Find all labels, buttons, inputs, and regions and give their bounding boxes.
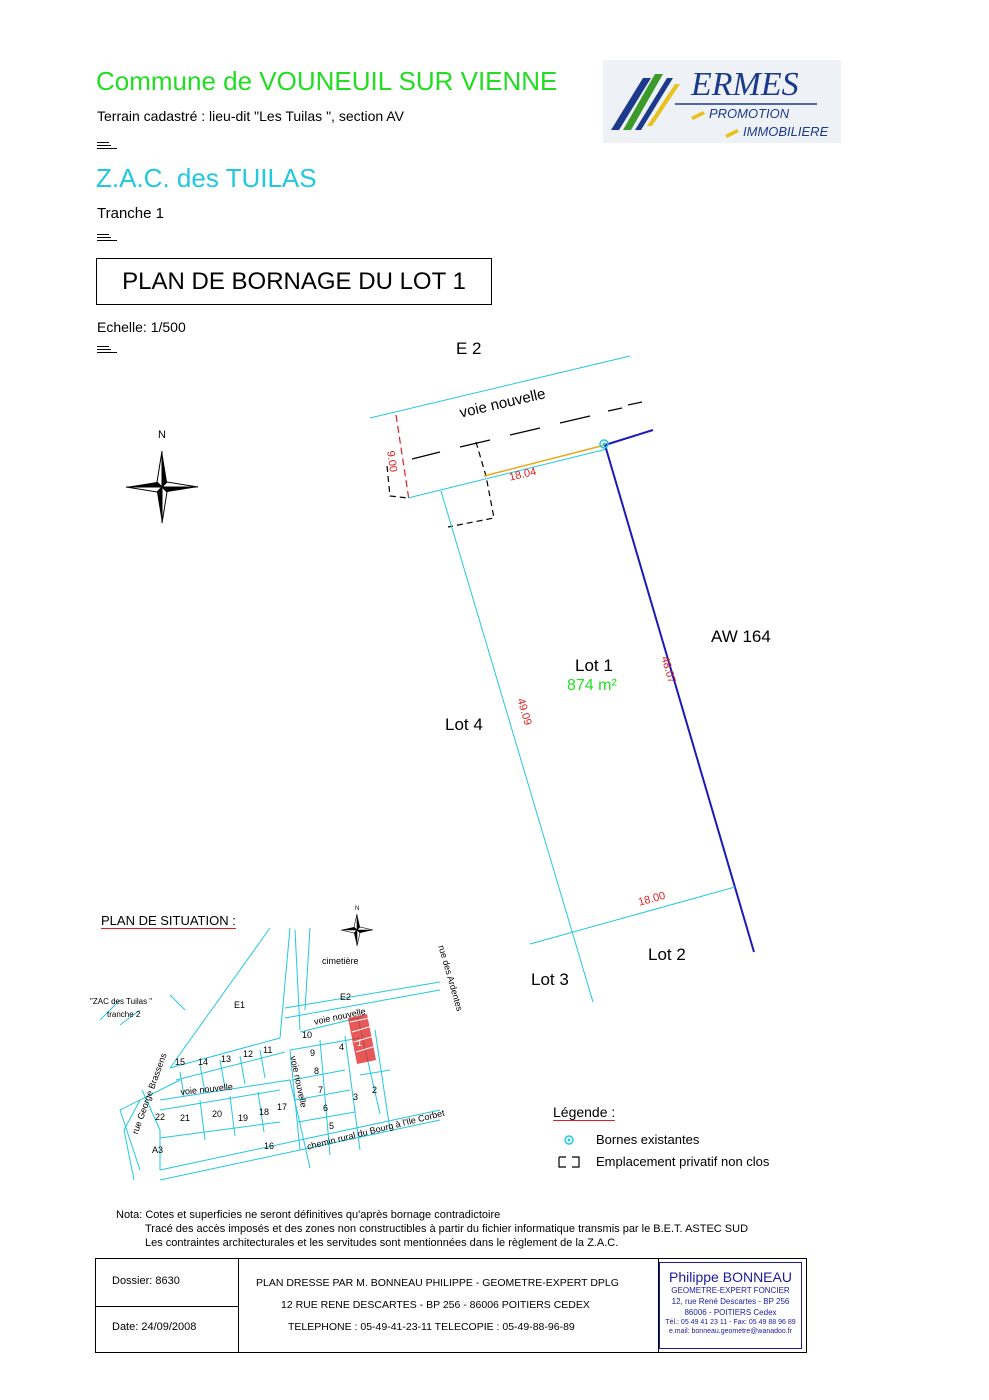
plan-dresse-line: PLAN DRESSE PAR M. BONNEAU PHILIPPE - GE… (256, 1277, 619, 1289)
date-label: Date: 24/09/2008 (112, 1321, 197, 1333)
lot2-label: Lot 2 (648, 945, 686, 964)
situation-lot-2: 2 (372, 1085, 378, 1095)
zac-title: Z.A.C. des TUILAS (96, 163, 317, 193)
stamp-title: GEOMETRE-EXPERT FONCIER (671, 1286, 790, 1295)
logo-line2: IMMOBILIERE (743, 124, 829, 139)
telephone-line: TELEPHONE : 05-49-41-23-11 TELECOPIE : 0… (288, 1321, 575, 1333)
situation-lot-9: 9 (310, 1048, 316, 1058)
nota-line-2: Tracé des accès imposés et des zones non… (145, 1223, 749, 1235)
plan-title-box: PLAN DE BORNAGE DU LOT 1 (96, 258, 492, 305)
e2-label: E 2 (456, 339, 482, 358)
situation-north-label: N (355, 906, 360, 912)
aw164-label: AW 164 (711, 627, 771, 646)
situation-lot-15: 15 (175, 1057, 186, 1067)
lot3-label: Lot 3 (531, 970, 569, 989)
situation-title: PLAN DE SITUATION : (101, 913, 236, 929)
stamp-address-1: 12, rue René Descartes - BP 256 (671, 1297, 790, 1306)
commune-title: Commune de VOUNEUIL SUR VIENNE (96, 66, 558, 96)
scale-label: Echelle: 1/500 (97, 319, 186, 335)
situation-lot-17: 17 (277, 1102, 288, 1112)
situation-lot-11: 11 (263, 1045, 273, 1055)
nota-line-3: Les contraintes architecturales et les s… (145, 1237, 619, 1249)
section-marker-icon (97, 142, 117, 150)
situation-lot-5: 5 (329, 1121, 335, 1131)
legend-title: Légende : (553, 1104, 616, 1121)
nota-line-1: Nota: Cotes et superficies ne seront déf… (116, 1209, 501, 1221)
nota-block: Nota: Cotes et superficies ne seront déf… (116, 1208, 748, 1250)
borne-legend-icon (564, 1135, 574, 1145)
zac-tranche2-label-a: "ZAC des Tuilas " (90, 997, 153, 1006)
situation-lot-6: 6 (323, 1103, 329, 1113)
situation-lot-20: 20 (212, 1109, 223, 1119)
zac-tranche2-label-b: tranche 2 (107, 1010, 141, 1019)
terrain-subtitle: Terrain cadastré : lieu-dit "Les Tuilas … (97, 108, 404, 124)
stamp-telephone: Tél.: 05 49 41 23 11 - Fax: 05 49 88 96 … (665, 1319, 796, 1326)
section-marker-icon (97, 234, 117, 242)
emplacement-legend-icon (558, 1156, 580, 1168)
stamp-name: Philippe BONNEAU (669, 1269, 792, 1285)
logo-stripes-icon (611, 74, 817, 138)
tranche-label: Tranche 1 (97, 205, 164, 222)
address-line: 12 RUE RENE DESCARTES - BP 256 - 86006 P… (281, 1299, 590, 1311)
situation-lot-3: 3 (353, 1092, 359, 1102)
situation-lot-8: 8 (314, 1066, 320, 1076)
stamp-address-2: 86006 - POITIERS Cedex (684, 1308, 777, 1317)
situation-lot-22: 22 (155, 1112, 166, 1122)
legend-item-emplacement: Emplacement privatif non clos (596, 1154, 770, 1169)
bornage-plan: N (125, 355, 755, 1003)
logo-line1: PROMOTION (709, 106, 790, 121)
situation-map (99, 913, 441, 1181)
situation-lot-10: 10 (302, 1030, 313, 1040)
situation-lot-13: 13 (221, 1054, 232, 1064)
situation-compass-icon (340, 913, 374, 947)
situation-lot-18: 18 (259, 1107, 270, 1117)
situation-e1-label: E1 (234, 1000, 246, 1010)
situation-lot-16: 16 (264, 1141, 275, 1151)
situation-lot-21: 21 (180, 1113, 191, 1123)
situation-lot-19: 19 (238, 1113, 249, 1123)
a3-label: A3 (152, 1145, 164, 1155)
north-label: N (158, 429, 166, 441)
lot4-label: Lot 4 (445, 715, 483, 734)
legend-item-bornes: Bornes existantes (596, 1132, 700, 1147)
stamp-email: e.mail: bonneau.geometre@wanadoo.fr (668, 1328, 793, 1335)
situation-lot-4: 4 (339, 1042, 345, 1052)
dossier-label: Dossier: 8630 (112, 1275, 180, 1287)
situation-e2-label: E2 (340, 992, 352, 1002)
bonneau-stamp: Philippe BONNEAU GEOMETRE-EXPERT FONCIER… (659, 1262, 802, 1349)
north-arrow-icon (125, 450, 199, 524)
lot1-label: Lot 1 (575, 656, 613, 675)
cimetiere-label: cimetière (322, 956, 359, 966)
ermes-logo: ERMES PROMOTION IMMOBILIERE (603, 60, 841, 143)
logo-name: ERMES (691, 66, 799, 103)
section-marker-icon (97, 346, 117, 354)
situation-lot-14: 14 (198, 1057, 209, 1067)
footer-cartouche: Dossier: 8630 Date: 24/09/2008 PLAN DRES… (95, 1258, 807, 1353)
lot1-area: 874 m² (567, 677, 617, 694)
situation-lot-12: 12 (243, 1049, 254, 1059)
situation-lot-1: 1 (357, 1038, 363, 1048)
situation-lot-7: 7 (318, 1085, 324, 1095)
